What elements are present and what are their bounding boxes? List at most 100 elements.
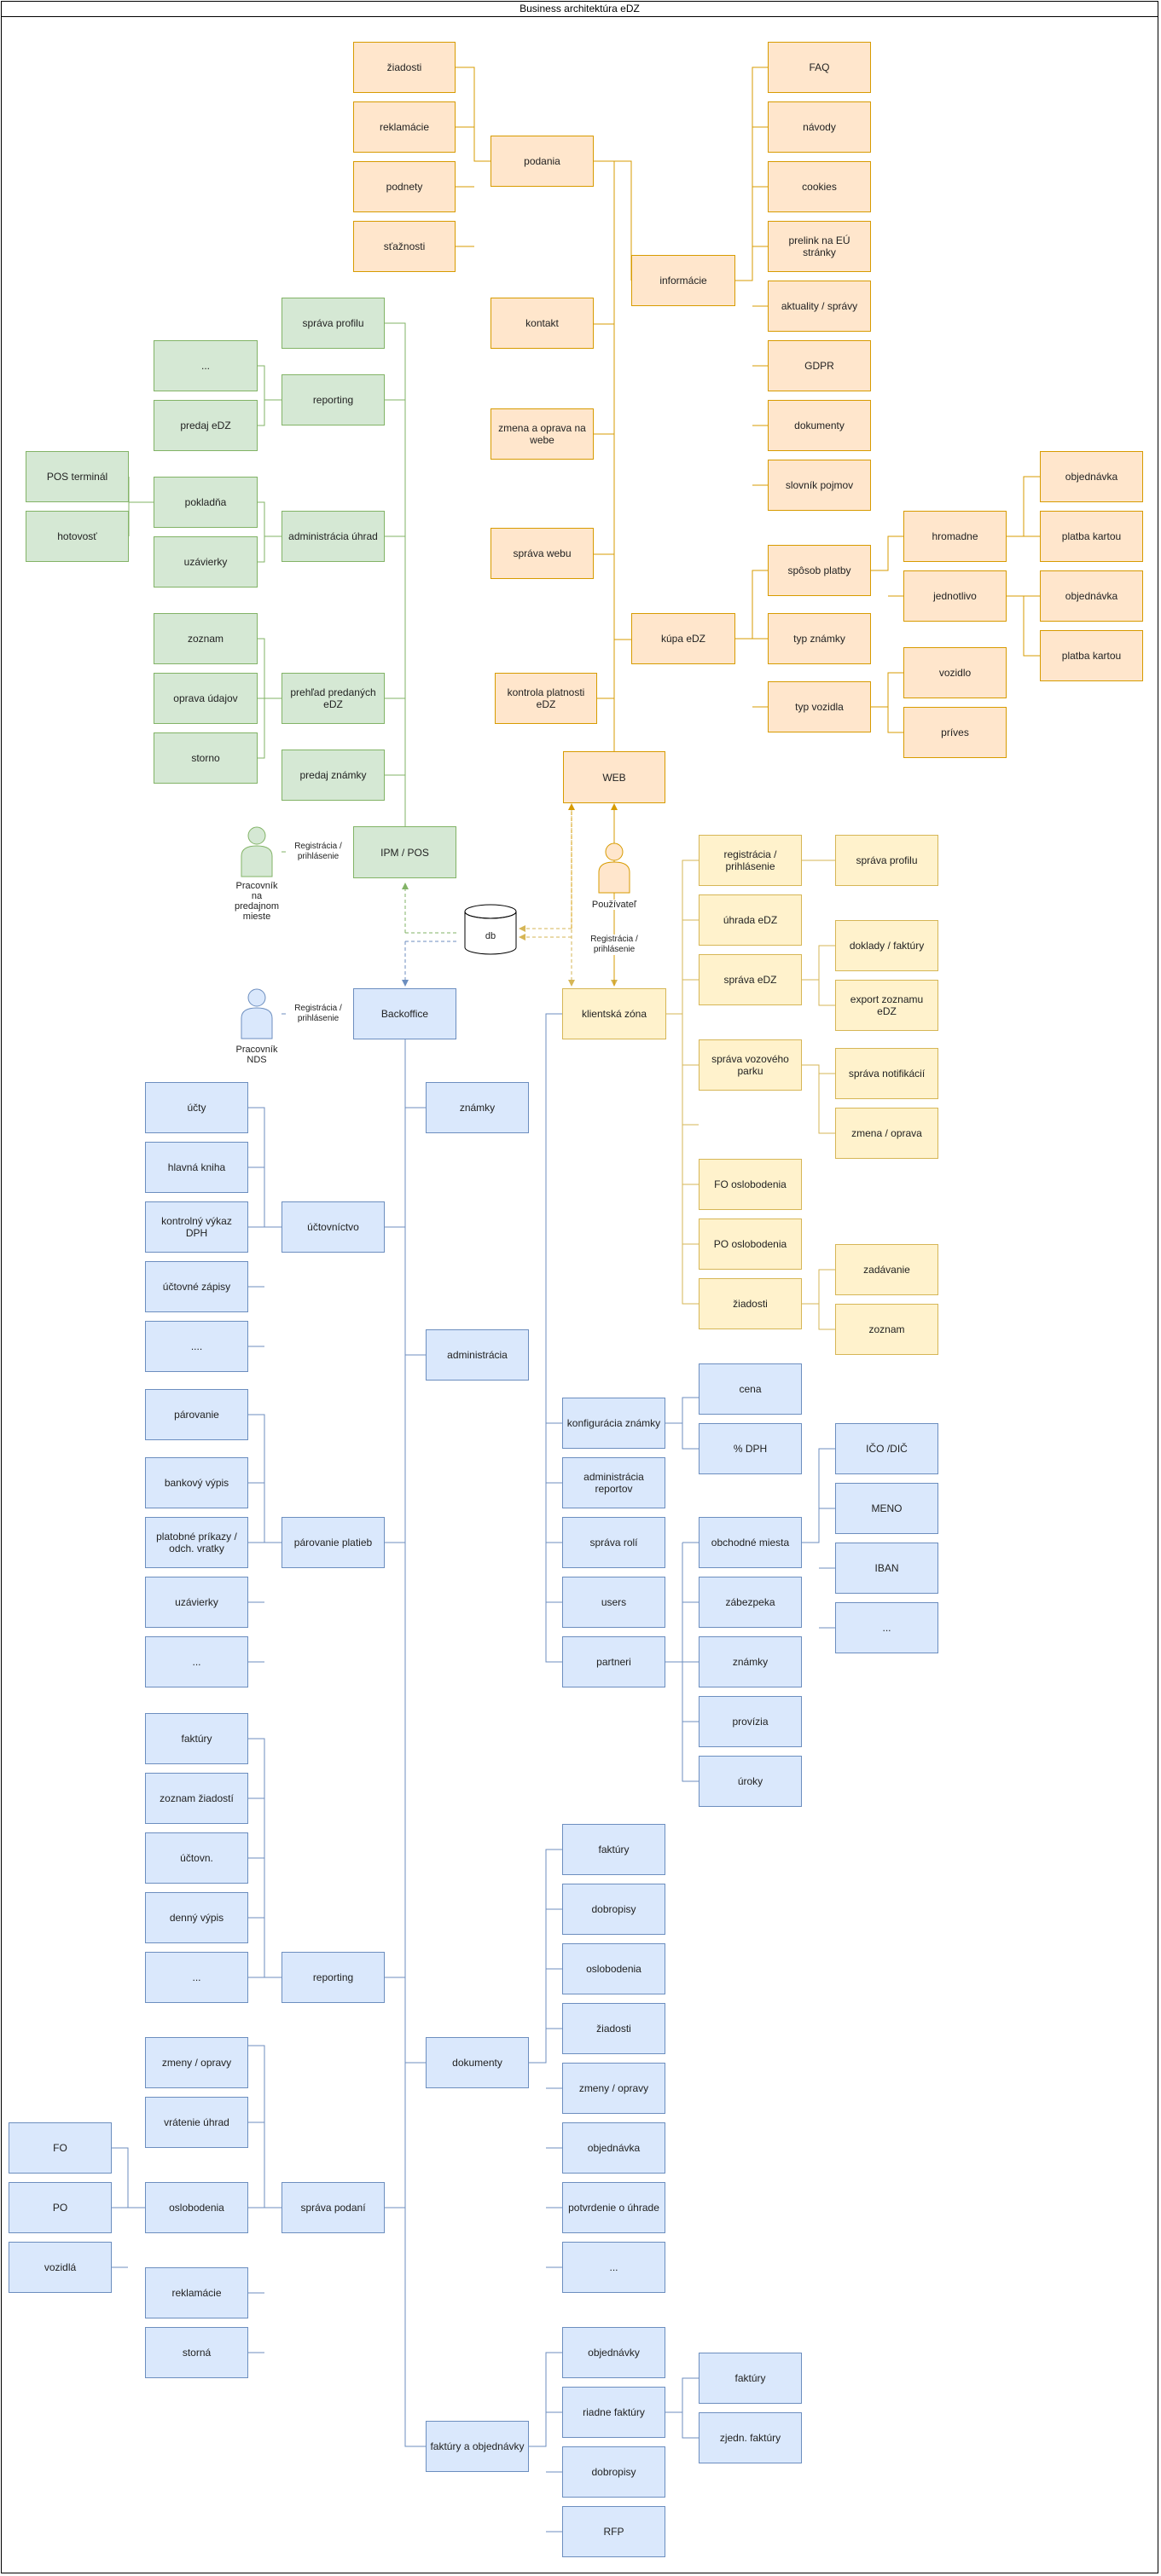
client-sprava-profilu: správa profilu [835,835,938,886]
web-vozidlo: vozidlo [903,647,1007,698]
client-uhrada-edz: úhrada eDZ [699,894,802,946]
bo-partneri-item: zábezpeka [699,1577,802,1628]
bo-podani-item: zmeny / opravy [145,2037,248,2088]
web-root: WEB [563,751,665,803]
bo-reporting-item: účtovn. [145,1832,248,1884]
pos-hotovost: hotovosť [26,511,129,562]
pos-sprava-profilu: správa profilu [282,298,385,349]
bo-users: users [562,1577,665,1628]
bo-fo-item: dobropisy [562,2446,665,2498]
client-zone-root: klientská zóna [562,988,666,1039]
bo-partneri-item: provízia [699,1696,802,1747]
bo-reporting: reporting [282,1952,385,2003]
bo-dokumenty-item: potvrdenie o úhrade [562,2182,665,2233]
bo-dokumenty: dokumenty [426,2037,529,2088]
bo-parovanie-item: platobné príkazy / odch. vratky [145,1517,248,1568]
bo-znamky: známky [426,1082,529,1133]
web-info-item: FAQ [768,42,871,93]
bo-parovanie-platieb: párovanie platieb [282,1517,385,1568]
web-info-item: GDPR [768,340,871,391]
bo-reporting-item: ... [145,1952,248,2003]
pos-terminal: POS terminál [26,451,129,502]
bo-dokumenty-item: zmeny / opravy [562,2063,665,2114]
pos-worker-label: Pracovník na predajnom mieste [235,881,279,922]
pos-predaj-znamky: predaj známky [282,750,385,801]
bo-partneri-item: obchodné miesta [699,1517,802,1568]
bo-administracia-reportov: administrácia reportov [562,1457,665,1508]
pos-administracia-uhrad: administrácia úhrad [282,511,385,562]
web-info-item: cookies [768,161,871,212]
database-label: db [485,931,496,941]
bo-obchodne-item: IBAN [835,1543,938,1594]
web-zmena-oprava: zmena a oprava na webe [491,408,594,460]
client-vozovy-park: správa vozového parku [699,1039,802,1091]
bo-uctovnictvo-item: hlavná kniha [145,1142,248,1193]
bo-partneri: partneri [562,1636,665,1687]
bo-podani-item: reklamácie [145,2267,248,2318]
bo-podani-item: oslobodenia [145,2182,248,2233]
web-podania-item-reklamacie: reklamácie [353,101,456,153]
web-podania-item-staznosti: sťažnosti [353,221,456,272]
bo-oslobodenia-item: FO [9,2122,112,2174]
client-zoznam: zoznam [835,1304,938,1355]
web-platba-kartou: platba kartou [1040,511,1143,562]
web-informacie: informácie [631,255,735,306]
bo-sprava-roli: správa rolí [562,1517,665,1568]
client-po-oslobodenia: PO oslobodenia [699,1219,802,1270]
web-info-item: dokumenty [768,400,871,451]
bo-oslobodenia-item: vozidlá [9,2242,112,2293]
bo-parovanie-item: párovanie [145,1389,248,1440]
bo-podani-item: storná [145,2327,248,2378]
pos-prehlad-item: zoznam [154,613,258,664]
web-info-item: prelink na EÚ stránky [768,221,871,272]
bo-reporting-item: faktúry [145,1713,248,1764]
web-pripves: príves [903,707,1007,758]
database-icon [464,904,517,955]
diagram-title: Business architektúra eDZ [1,1,1158,17]
web-objednavka: objednávka [1040,570,1143,622]
web-jednotlivo: jednotlivo [903,570,1007,622]
bo-uctovnictvo-item: kontrolný výkaz DPH [145,1201,248,1253]
bo-cena: cena [699,1363,802,1415]
bo-dokumenty-item: dobropisy [562,1884,665,1935]
pos-login-label: Registrácia / prihlásenie [286,842,351,862]
web-podania-item-ziadosti: žiadosti [353,42,456,93]
bo-reporting-item: zoznam žiadostí [145,1773,248,1824]
client-sprava-notifikacii: správa notifikácií [835,1048,938,1099]
bo-fo-item: riadne faktúry [562,2387,665,2438]
user-label: Používateľ [580,900,648,910]
bo-partneri-item: úroky [699,1756,802,1807]
bo-oslobodenia-item: PO [9,2182,112,2233]
pos-prehlad-item: oprava údajov [154,673,258,724]
bo-faktury-objednavky: faktúry a objednávky [426,2421,529,2472]
user-icon [598,842,630,894]
bo-reporting-item: denný výpis [145,1892,248,1943]
client-sprava-edz: správa eDZ [699,954,802,1005]
backoffice-root: Backoffice [353,988,456,1039]
bo-uctovnictvo-item: účty [145,1082,248,1133]
bo-dph: % DPH [699,1423,802,1474]
client-registracia: registrácia / prihlásenie [699,835,802,886]
client-fo-oslobodenia: FO oslobodenia [699,1159,802,1210]
web-sposob-platby: spôsob platby [768,545,871,596]
bo-konfiguracia-znamky: konfigurácia známky [562,1398,665,1449]
client-export-zoznamu: export zoznamu eDZ [835,980,938,1031]
pos-reporting-item: ... [154,340,258,391]
pos-reporting-item: predaj eDZ [154,400,258,451]
pos-reporting: reporting [282,374,385,425]
bo-podani-item: vrátenie úhrad [145,2097,248,2148]
client-doklady-faktury: doklady / faktúry [835,920,938,971]
web-sprava-webu: správa webu [491,528,594,579]
nds-login-label: Registrácia / prihlásenie [286,1004,351,1024]
web-platba-kartou: platba kartou [1040,630,1143,681]
bo-uctovnictvo: účtovníctvo [282,1201,385,1253]
user-login-label: Registrácia / prihlásenie [582,935,647,955]
bo-sprava-podani: správa podaní [282,2182,385,2233]
bo-riadne-item: zjedn. faktúry [699,2412,802,2463]
bo-parovanie-item: ... [145,1636,248,1687]
bo-parovanie-item: bankový výpis [145,1457,248,1508]
pos-pokladna: pokladňa [154,477,258,528]
bo-administracia: administrácia [426,1329,529,1381]
web-typ-znamky: typ známky [768,613,871,664]
